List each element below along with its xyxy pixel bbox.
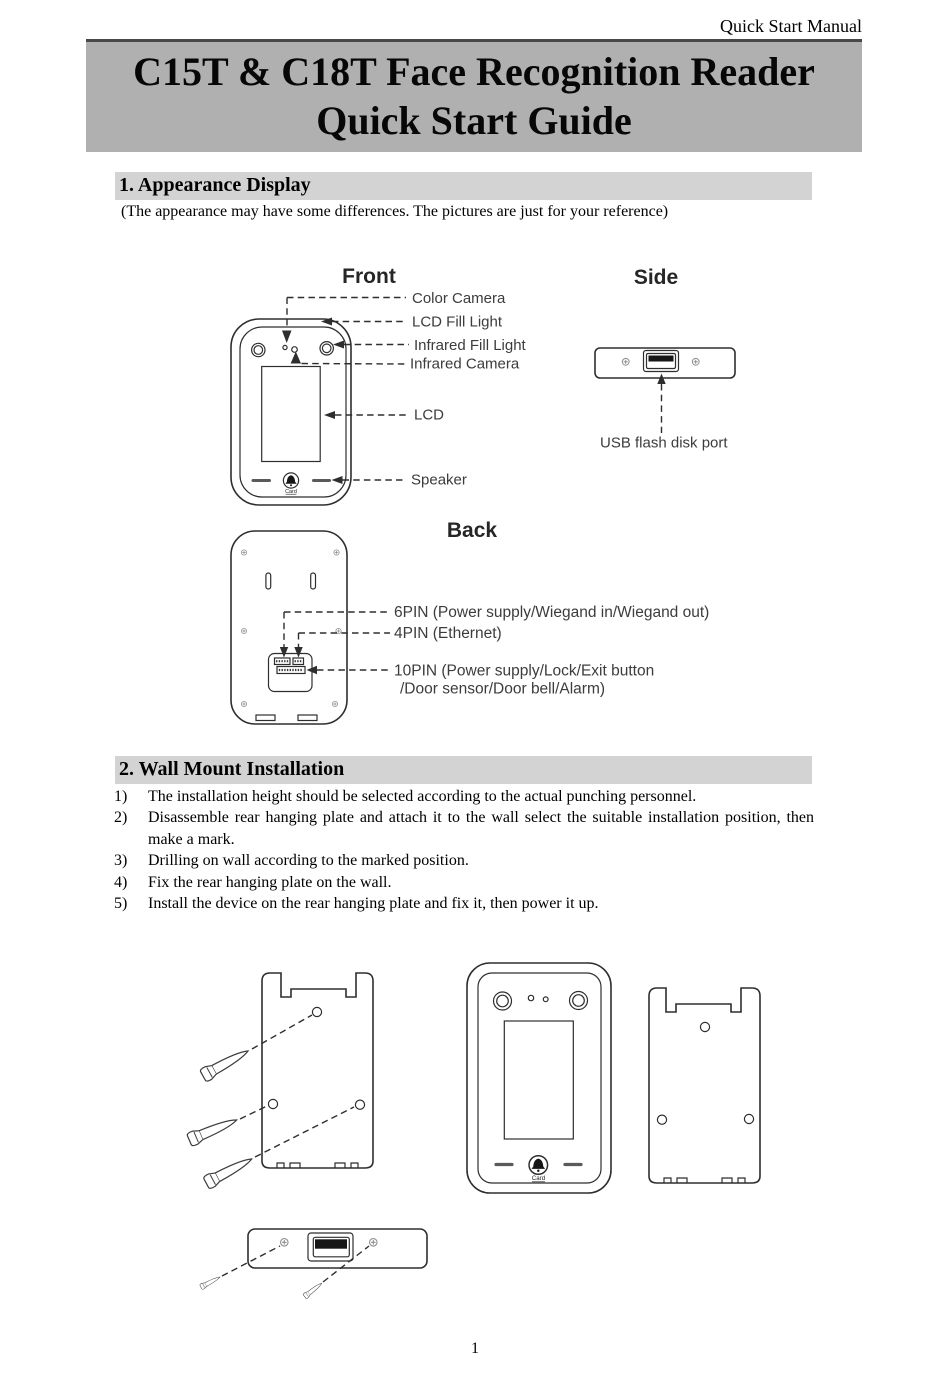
side-view-title: Side	[634, 266, 678, 289]
installation-diagram: Card	[185, 962, 761, 1300]
label-10pin-line2: /Door sensor/Door bell/Alarm)	[400, 681, 605, 698]
device-bottom-outline	[247, 1228, 428, 1269]
step-text: Install the device on the rear hanging p…	[148, 895, 599, 913]
leader-lcd-fill-light: LCD Fill Light	[321, 314, 503, 331]
back-device-outline	[230, 530, 348, 725]
bell-caption: Card	[285, 489, 297, 495]
lcd-screen	[261, 365, 321, 463]
back-view: Back 6PIN (Power supply/Wiegand in/Wiega…	[230, 519, 709, 725]
installation-step-2: 2) Disassemble rear hanging plate and at…	[114, 807, 814, 850]
page-number: 1	[471, 1340, 479, 1357]
installation-step-5: 5) Install the device on the rear hangin…	[114, 893, 814, 914]
leader-infrared-fill-light: Infrared Fill Light	[333, 337, 527, 354]
device-outline	[466, 962, 612, 1194]
leader-color-camera: Color Camera	[282, 290, 506, 343]
section1-note: (The appearance may have some difference…	[121, 203, 669, 220]
hanging-slot-right	[310, 572, 317, 590]
connector-10pin	[276, 665, 306, 675]
label-infrared-fill-light: Infrared Fill Light	[414, 337, 527, 354]
screw-guide-line	[239, 1105, 268, 1120]
leader-speaker: Speaker	[331, 472, 467, 489]
step-number: 3)	[114, 852, 128, 870]
usb-port	[642, 349, 680, 373]
color-camera-icon	[282, 344, 288, 351]
step-number: 4)	[114, 873, 128, 891]
screw-guide-line	[254, 1106, 355, 1158]
front-device-outline	[230, 318, 352, 506]
appearance-diagram: Front Card Color Camera	[230, 265, 736, 725]
device-front-install: Card	[466, 962, 612, 1194]
installation-step-1: 1) The installation height should be sel…	[114, 786, 814, 807]
side-device-outline	[594, 347, 736, 379]
screw-guide-line	[322, 1245, 370, 1283]
connector-4pin	[292, 657, 305, 666]
step-text: Drilling on wall according to the marked…	[148, 852, 469, 870]
leader-lcd: LCD	[324, 407, 444, 424]
document-title-line2: Quick Start Guide	[316, 98, 632, 143]
bottom-tab-left	[255, 714, 276, 722]
step-number: 1)	[114, 788, 128, 805]
infrared-camera-icon	[291, 346, 298, 353]
leader-10pin: 10PIN (Power supply/Lock/Exit button /Do…	[306, 663, 654, 698]
installation-steps: 1) The installation height should be sel…	[114, 786, 814, 914]
installation-step-4: 4) Fix the rear hanging plate on the wal…	[114, 872, 814, 893]
label-10pin-line1: 10PIN (Power supply/Lock/Exit button	[394, 663, 654, 680]
fill-light-icon	[568, 990, 589, 1011]
fill-light-icon	[492, 991, 513, 1011]
document-title-line1: C15T & C18T Face Recognition Reader	[133, 49, 815, 94]
bottom-fixing-step	[199, 1228, 428, 1300]
label-infrared-camera: Infrared Camera	[410, 356, 520, 373]
front-device-bezel	[239, 326, 347, 498]
hanging-slot-left	[265, 572, 272, 590]
step-text: The installation height should be select…	[148, 788, 697, 805]
bell-caption: Card	[532, 1175, 546, 1182]
wall-plate-marking-step	[185, 972, 374, 1191]
section2-heading: 2. Wall Mount Installation	[115, 756, 812, 784]
label-usb-port: USB flash disk port	[600, 435, 728, 452]
camera-dot	[542, 996, 549, 1003]
label-speaker: Speaker	[411, 472, 467, 489]
step-number: 5)	[114, 895, 128, 913]
step-text: Fix the rear hanging plate on the wall.	[148, 873, 392, 891]
front-view-title: Front	[342, 265, 396, 288]
bottom-tab-right	[297, 714, 318, 722]
front-view: Front Card Color Camera	[230, 265, 527, 506]
section1-heading: 1. Appearance Display	[115, 172, 812, 200]
label-6pin: 6PIN (Power supply/Wiegand in/Wiegand ou…	[394, 604, 709, 621]
installation-step-3: 3) Drilling on wall according to the mar…	[114, 850, 814, 871]
lcd-screen	[503, 1020, 574, 1140]
page-header-text: Quick Start Manual	[720, 16, 862, 36]
leader-usb-port: USB flash disk port	[600, 373, 728, 452]
side-view: Side USB flash disk port	[594, 266, 736, 452]
screw-guide-line	[221, 1245, 281, 1277]
leader-6pin: 6PIN (Power supply/Wiegand in/Wiegand ou…	[279, 604, 709, 658]
connector-6pin	[273, 657, 291, 666]
screw-guide-line	[251, 1014, 313, 1050]
label-color-camera: Color Camera	[412, 290, 506, 307]
leader-4pin: 4PIN (Ethernet)	[294, 625, 502, 658]
leader-infrared-camera: Infrared Camera	[290, 351, 520, 373]
device-bezel	[477, 972, 602, 1184]
camera-dot	[527, 994, 535, 1002]
back-view-title: Back	[447, 519, 498, 542]
connector-panel	[267, 652, 313, 693]
infrared-fill-light-icon	[319, 340, 334, 356]
label-lcd: LCD	[414, 407, 444, 424]
label-4pin: 4PIN (Ethernet)	[394, 625, 502, 642]
label-lcd-fill-light: LCD Fill Light	[412, 314, 503, 331]
usb-port	[307, 1232, 354, 1262]
step-number: 2)	[114, 809, 128, 827]
title-banner: C15T & C18T Face Recognition Reader Quic…	[86, 39, 862, 152]
lcd-fill-light-icon	[250, 342, 266, 358]
rear-hanging-plate-mirrored	[648, 987, 761, 1184]
step-text: Disassemble rear hanging plate and attac…	[148, 809, 814, 848]
